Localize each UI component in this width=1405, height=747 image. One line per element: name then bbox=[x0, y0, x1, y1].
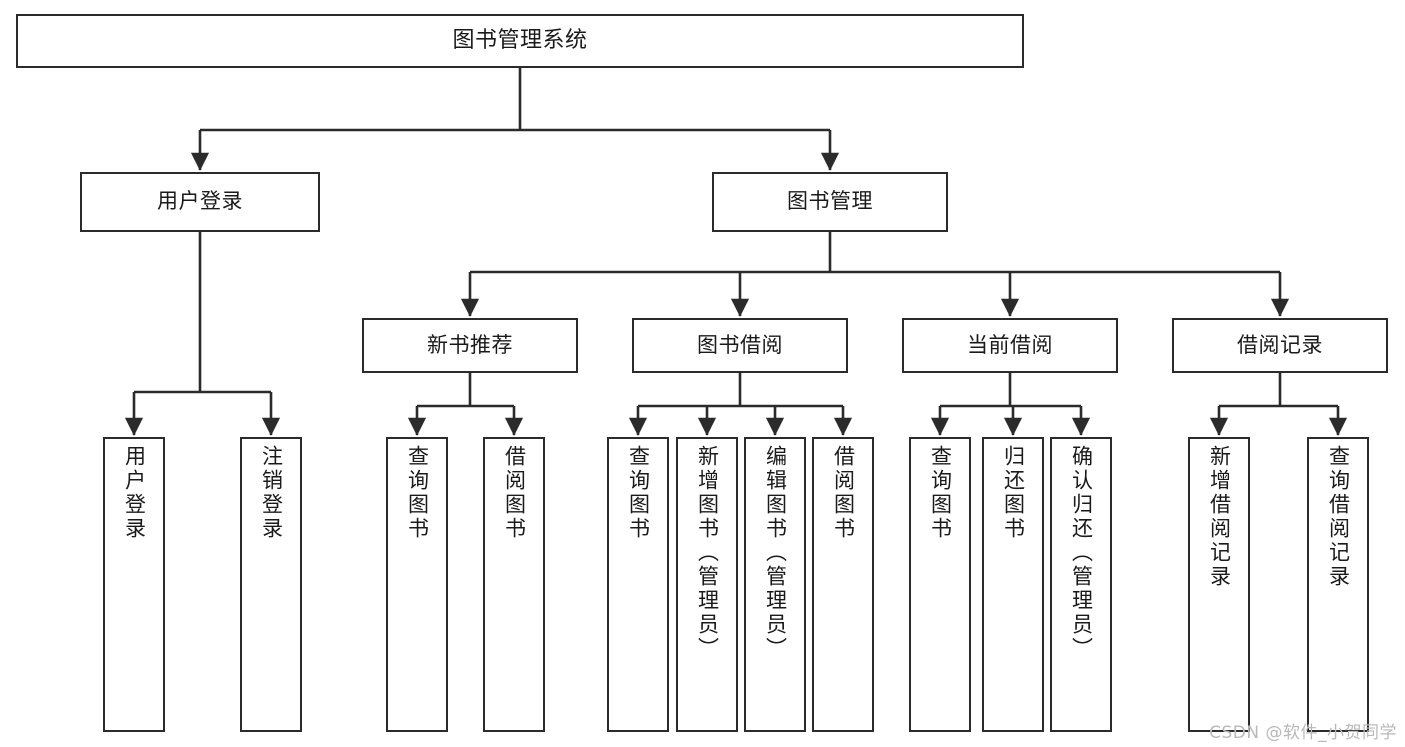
node-label: 确认归还（管理员） bbox=[1069, 445, 1094, 661]
node-label: 借阅记录 bbox=[1237, 332, 1323, 357]
node-leaf-edit-book-admin[interactable]: 编辑图书（管理员） bbox=[744, 437, 806, 732]
node-label: 用户登录 bbox=[122, 445, 147, 541]
node-leaf-query-book-2[interactable]: 查询图书 bbox=[607, 437, 669, 732]
node-label: 借阅图书 bbox=[502, 445, 527, 541]
node-leaf-return-book[interactable]: 归还图书 bbox=[982, 437, 1044, 732]
node-current-borrow[interactable]: 当前借阅 bbox=[902, 318, 1118, 373]
node-label: 当前借阅 bbox=[967, 332, 1053, 357]
node-label: 查询图书 bbox=[405, 445, 430, 541]
node-label: 注销登录 bbox=[259, 445, 284, 541]
node-leaf-add-book-admin[interactable]: 新增图书（管理员） bbox=[676, 437, 738, 732]
node-leaf-logout[interactable]: 注销登录 bbox=[240, 437, 302, 732]
watermark-text: CSDN @软件_小贺同学 bbox=[1209, 723, 1397, 743]
node-label: 图书借阅 bbox=[697, 332, 783, 357]
node-label: 图书管理系统 bbox=[452, 27, 588, 53]
node-borrow-record[interactable]: 借阅记录 bbox=[1172, 318, 1388, 373]
node-leaf-confirm-return-admin[interactable]: 确认归还（管理员） bbox=[1050, 437, 1112, 732]
node-label: 查询借阅记录 bbox=[1326, 445, 1351, 589]
node-leaf-borrow-book-1[interactable]: 借阅图书 bbox=[483, 437, 545, 732]
node-leaf-borrow-book-2[interactable]: 借阅图书 bbox=[812, 437, 874, 732]
node-label: 新书推荐 bbox=[427, 332, 513, 357]
node-leaf-query-book-1[interactable]: 查询图书 bbox=[386, 437, 448, 732]
node-book-manage[interactable]: 图书管理 bbox=[712, 172, 948, 232]
node-label: 归还图书 bbox=[1001, 445, 1026, 541]
node-leaf-add-borrow-record[interactable]: 新增借阅记录 bbox=[1188, 437, 1250, 732]
node-label: 图书管理 bbox=[787, 189, 873, 214]
node-title-system[interactable]: 图书管理系统 bbox=[16, 14, 1024, 68]
node-leaf-user-login[interactable]: 用户登录 bbox=[103, 437, 165, 732]
node-label: 查询图书 bbox=[928, 445, 953, 541]
node-user-login[interactable]: 用户登录 bbox=[80, 172, 320, 232]
node-book-borrow[interactable]: 图书借阅 bbox=[632, 318, 848, 373]
node-leaf-query-book-3[interactable]: 查询图书 bbox=[909, 437, 971, 732]
node-label: 借阅图书 bbox=[831, 445, 856, 541]
node-leaf-query-borrow-record[interactable]: 查询借阅记录 bbox=[1307, 437, 1369, 732]
node-label: 用户登录 bbox=[157, 189, 243, 214]
node-label: 编辑图书（管理员） bbox=[763, 445, 788, 661]
node-new-book-recommend[interactable]: 新书推荐 bbox=[362, 318, 578, 373]
node-label: 新增图书（管理员） bbox=[695, 445, 720, 661]
node-label: 查询图书 bbox=[626, 445, 651, 541]
node-label: 新增借阅记录 bbox=[1207, 445, 1232, 589]
